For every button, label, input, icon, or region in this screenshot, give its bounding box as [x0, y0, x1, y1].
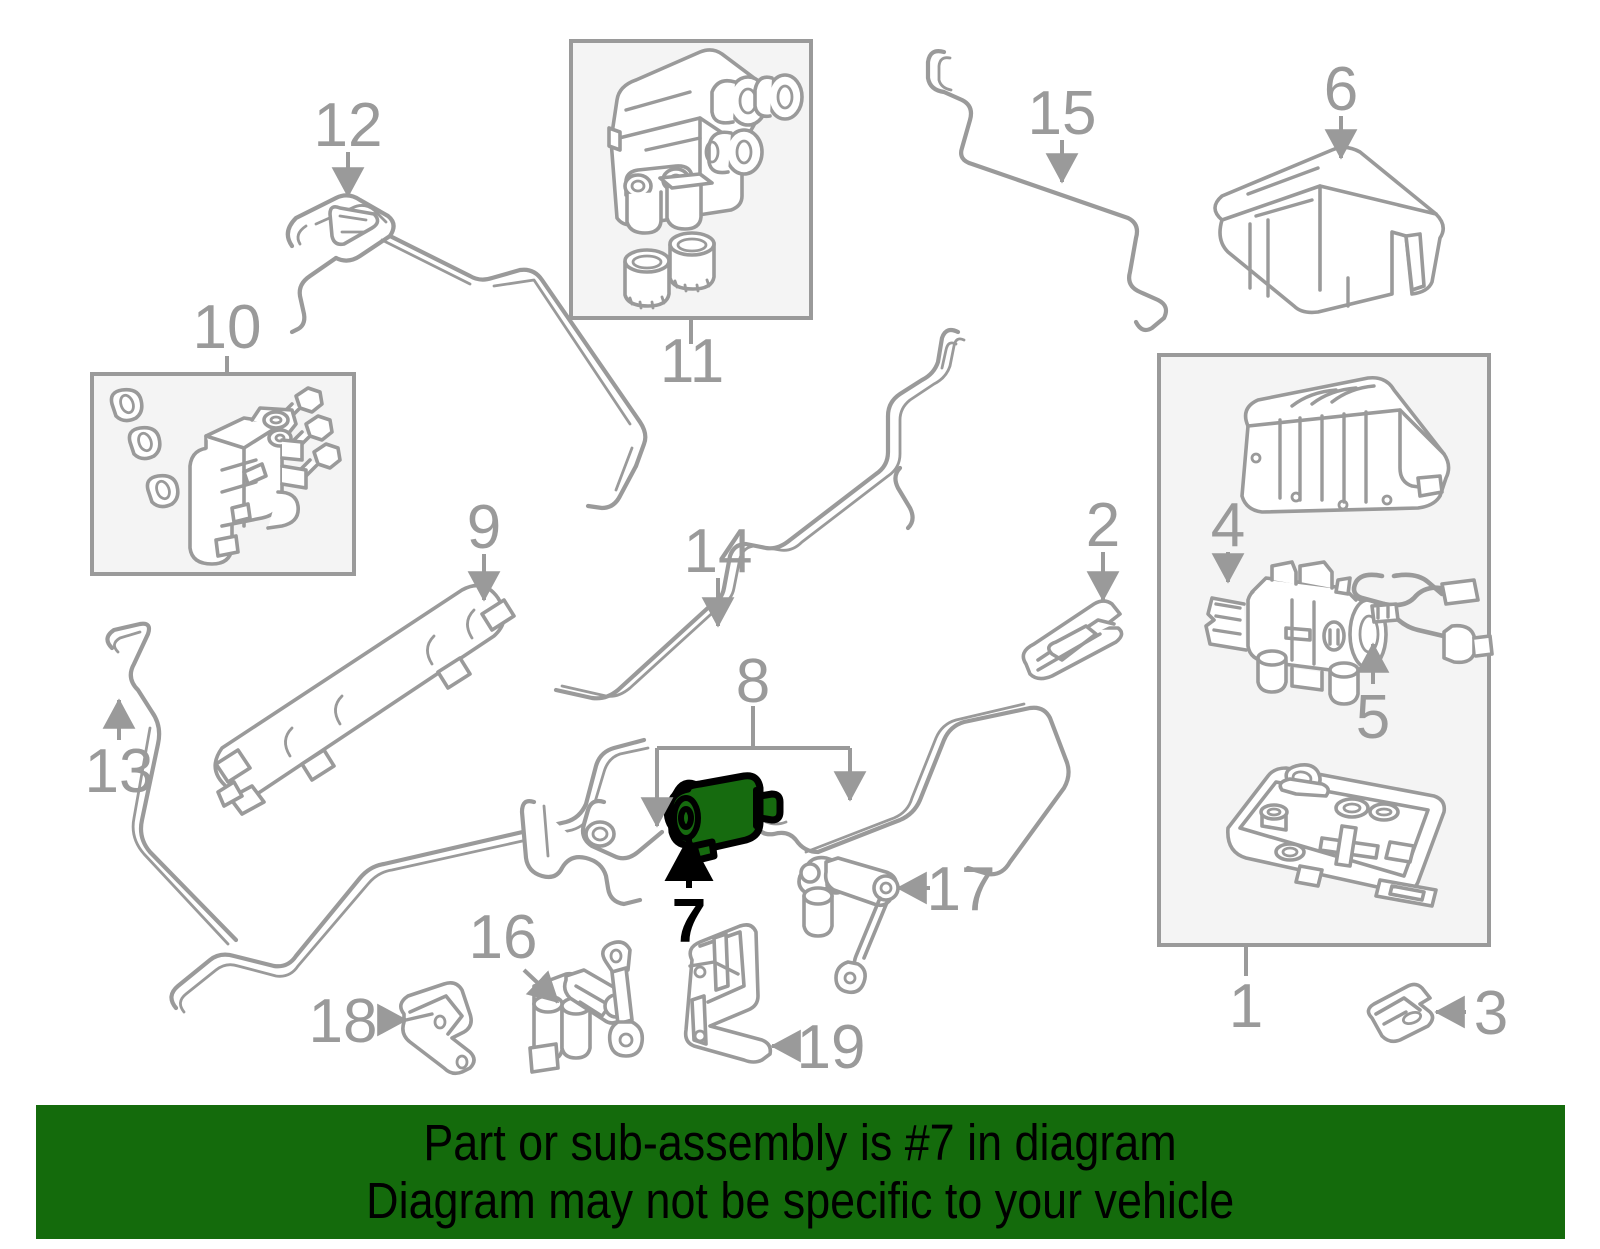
callout-label-3: 3 [1474, 979, 1508, 1048]
callout-18: 18 [309, 987, 408, 1056]
callout-17: 17 [896, 855, 996, 924]
callout-4: 4 [1211, 491, 1245, 584]
callout-label-4: 4 [1211, 491, 1245, 560]
banner-line-1: Part or sub-assembly is #7 in diagram [423, 1114, 1178, 1171]
compressor-assembly-box [1157, 353, 1494, 947]
mounting-foot-part [1366, 982, 1435, 1044]
callout-label-17: 17 [927, 855, 996, 924]
callout-11: 11 [660, 318, 724, 396]
callout-15: 15 [1028, 79, 1097, 184]
air-line-center-branch [893, 465, 915, 531]
disclaimer-banner: Part or sub-assembly is #7 in diagram Di… [36, 1105, 1565, 1239]
bracket-clip-small-part [1021, 599, 1124, 681]
compressor-mount-plate-part [1226, 763, 1447, 908]
callout-label-18: 18 [309, 987, 378, 1056]
height-sensor-front-part [528, 940, 645, 1074]
callout-9: 9 [467, 493, 501, 602]
callout-label-11: 11 [660, 327, 724, 396]
callout-label-12: 12 [314, 91, 383, 160]
callout-label-1: 1 [1229, 972, 1263, 1041]
callout-3: 3 [1434, 979, 1508, 1048]
air-reservoir-tank-part [213, 583, 516, 816]
callout-6: 6 [1324, 55, 1358, 160]
callout-label-15: 15 [1028, 79, 1097, 148]
callout-label-9: 9 [467, 493, 501, 562]
solenoid-valve-box [569, 39, 813, 320]
callout-5: 5 [1356, 642, 1390, 752]
callout-12: 12 [314, 91, 383, 198]
callout-label-2: 2 [1086, 491, 1120, 560]
callout-16: 16 [469, 903, 560, 1004]
callout-label-16: 16 [469, 903, 538, 972]
valve-block-kit-box [90, 372, 356, 576]
callout-label-10: 10 [193, 293, 262, 362]
callout-label-19: 19 [797, 1013, 866, 1082]
callout-2: 2 [1086, 491, 1120, 602]
air-line-bottom-left [169, 737, 650, 1014]
air-hose-mid-left [519, 798, 665, 907]
callout-1: 1 [1229, 945, 1263, 1041]
sensor-bracket-left-part [399, 981, 476, 1076]
sensor-bracket-right-part [683, 923, 773, 1064]
banner-line-2: Diagram may not be specific to your vehi… [366, 1172, 1235, 1229]
callout-label-8: 8 [736, 647, 770, 716]
callout-label-13: 13 [85, 737, 154, 806]
callout-label-5: 5 [1356, 683, 1390, 752]
air-line-left-rear-part [105, 621, 239, 946]
callout-19: 19 [770, 1013, 866, 1082]
wiring-harness-part [1334, 572, 1494, 665]
callout-label-6: 6 [1324, 55, 1358, 124]
callout-label-14: 14 [684, 517, 753, 586]
callout-8: 8 [640, 647, 867, 828]
height-sensor-rear-part [797, 855, 900, 995]
callout-10: 10 [193, 293, 262, 374]
ribbed-cover-part [1240, 375, 1451, 514]
air-line-right-part [925, 49, 1169, 333]
callout-14: 14 [684, 517, 753, 628]
callout-13: 13 [85, 698, 154, 806]
air-line-front-part [285, 193, 648, 511]
